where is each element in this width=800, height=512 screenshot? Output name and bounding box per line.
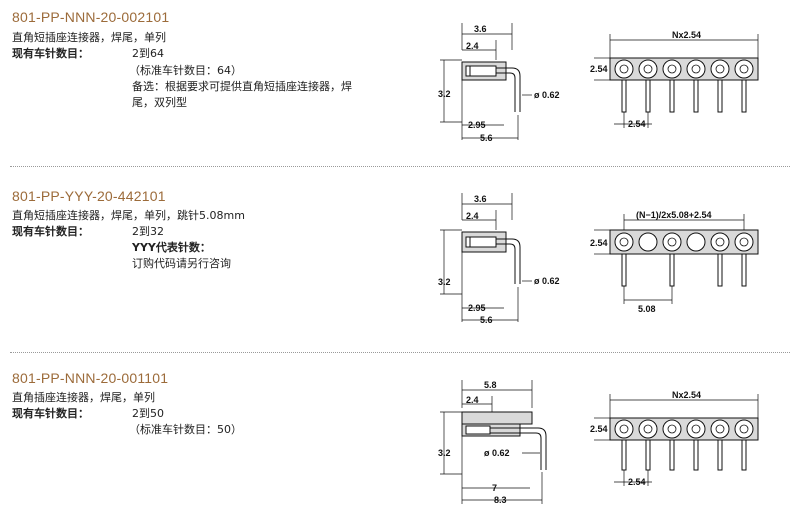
dim-height: 3.2 bbox=[438, 277, 451, 287]
dim-bottom-inner: 7 bbox=[492, 483, 497, 493]
dim-pitch: 5.08 bbox=[638, 304, 656, 314]
dim-pin-diameter: ø 0.62 bbox=[534, 276, 560, 286]
dim-pin-diameter: ø 0.62 bbox=[534, 90, 560, 100]
dim-length: (N−1)/2x5.08+2.54 bbox=[636, 210, 712, 220]
quantity-label: 现有车针数目： bbox=[12, 407, 89, 420]
dim-bottom-inner: 2.95 bbox=[468, 303, 486, 313]
side-view-drawing: 3.6 2.4 3.2 ø 0.62 2.95 5.6 bbox=[438, 193, 560, 325]
note-line: YYY代表针数： bbox=[132, 241, 211, 254]
part-number: 801-PP-NNN-20-002101 bbox=[12, 9, 170, 25]
dim-second: 2.4 bbox=[466, 395, 479, 405]
front-view-drawing: Nx2.54 2.54 2.54 bbox=[590, 30, 759, 129]
dim-height: 2.54 bbox=[590, 64, 608, 74]
quantity-value: 2到32 bbox=[132, 225, 164, 238]
dim-pin-diameter: ø 0.62 bbox=[484, 448, 510, 458]
description: 直角插座连接器，焊尾，单列 bbox=[12, 391, 155, 404]
product-section-1: 801-PP-NNN-20-002101 直角短插座连接器，焊尾，单列 现有车针… bbox=[0, 0, 800, 165]
note-line: 尾，双列型 bbox=[132, 96, 187, 109]
quantity-label: 现有车针数目： bbox=[12, 225, 89, 238]
part-number: 801-PP-NNN-20-001101 bbox=[12, 370, 169, 386]
dim-height: 2.54 bbox=[590, 424, 608, 434]
pins bbox=[621, 439, 747, 471]
contact-holes bbox=[614, 419, 754, 439]
dim-height: 2.54 bbox=[590, 238, 608, 248]
description: 直角短插座连接器，焊尾，单列，跳针5.08mm bbox=[12, 209, 245, 222]
quantity-label: 现有车针数目： bbox=[12, 47, 89, 60]
dim-bottom-inner: 2.95 bbox=[468, 120, 486, 130]
dim-bottom-outer: 5.6 bbox=[480, 133, 493, 143]
dim-top: 5.8 bbox=[484, 380, 497, 390]
contact-holes bbox=[614, 59, 754, 79]
pins bbox=[621, 79, 747, 113]
quantity-value: 2到64 bbox=[132, 47, 164, 60]
dim-bottom-outer: 8.3 bbox=[494, 495, 507, 505]
note-line: （标准车针数目：50） bbox=[129, 423, 242, 436]
product-section-2: 801-PP-YYY-20-442101 直角短插座连接器，焊尾，单列，跳针5.… bbox=[0, 180, 800, 350]
dim-length: Nx2.54 bbox=[672, 390, 701, 400]
dim-top: 3.6 bbox=[474, 24, 487, 34]
side-view-drawing: 5.8 2.4 3.2 ø 0.62 7 8.3 bbox=[438, 380, 547, 505]
note-line: 订购代码请另行咨询 bbox=[132, 257, 231, 270]
quantity-value: 2到50 bbox=[132, 407, 164, 420]
dim-bottom-outer: 5.6 bbox=[480, 315, 493, 325]
front-view-drawing: (N−1)/2x5.08+2.54 2.54 5.08 bbox=[590, 210, 759, 314]
dim-second: 2.4 bbox=[466, 211, 479, 221]
front-view-drawing: Nx2.54 2.54 2.54 bbox=[590, 390, 759, 487]
description: 直角短插座连接器，焊尾，单列 bbox=[12, 31, 166, 44]
dim-height: 3.2 bbox=[438, 89, 451, 99]
dim-top: 3.6 bbox=[474, 194, 487, 204]
dim-length: Nx2.54 bbox=[672, 30, 701, 40]
section-divider bbox=[10, 166, 790, 167]
part-number: 801-PP-YYY-20-442101 bbox=[12, 188, 166, 204]
section-divider bbox=[10, 352, 790, 353]
dim-height: 3.2 bbox=[438, 448, 451, 458]
note-line: 备选：根据要求可提供直角短插座连接器，焊 bbox=[132, 80, 352, 93]
pins bbox=[621, 253, 747, 287]
side-view-drawing: 3.6 2.4 3.2 ø 0.62 2.95 5.6 bbox=[438, 23, 560, 143]
note-line: （标准车针数目：64） bbox=[129, 64, 242, 77]
contact-holes bbox=[614, 232, 754, 252]
dim-pitch: 2.54 bbox=[628, 119, 646, 129]
dim-second: 2.4 bbox=[466, 41, 479, 51]
product-section-3: 801-PP-NNN-20-001101 直角插座连接器，焊尾，单列 现有车针数… bbox=[0, 362, 800, 512]
dim-pitch: 2.54 bbox=[628, 477, 646, 487]
